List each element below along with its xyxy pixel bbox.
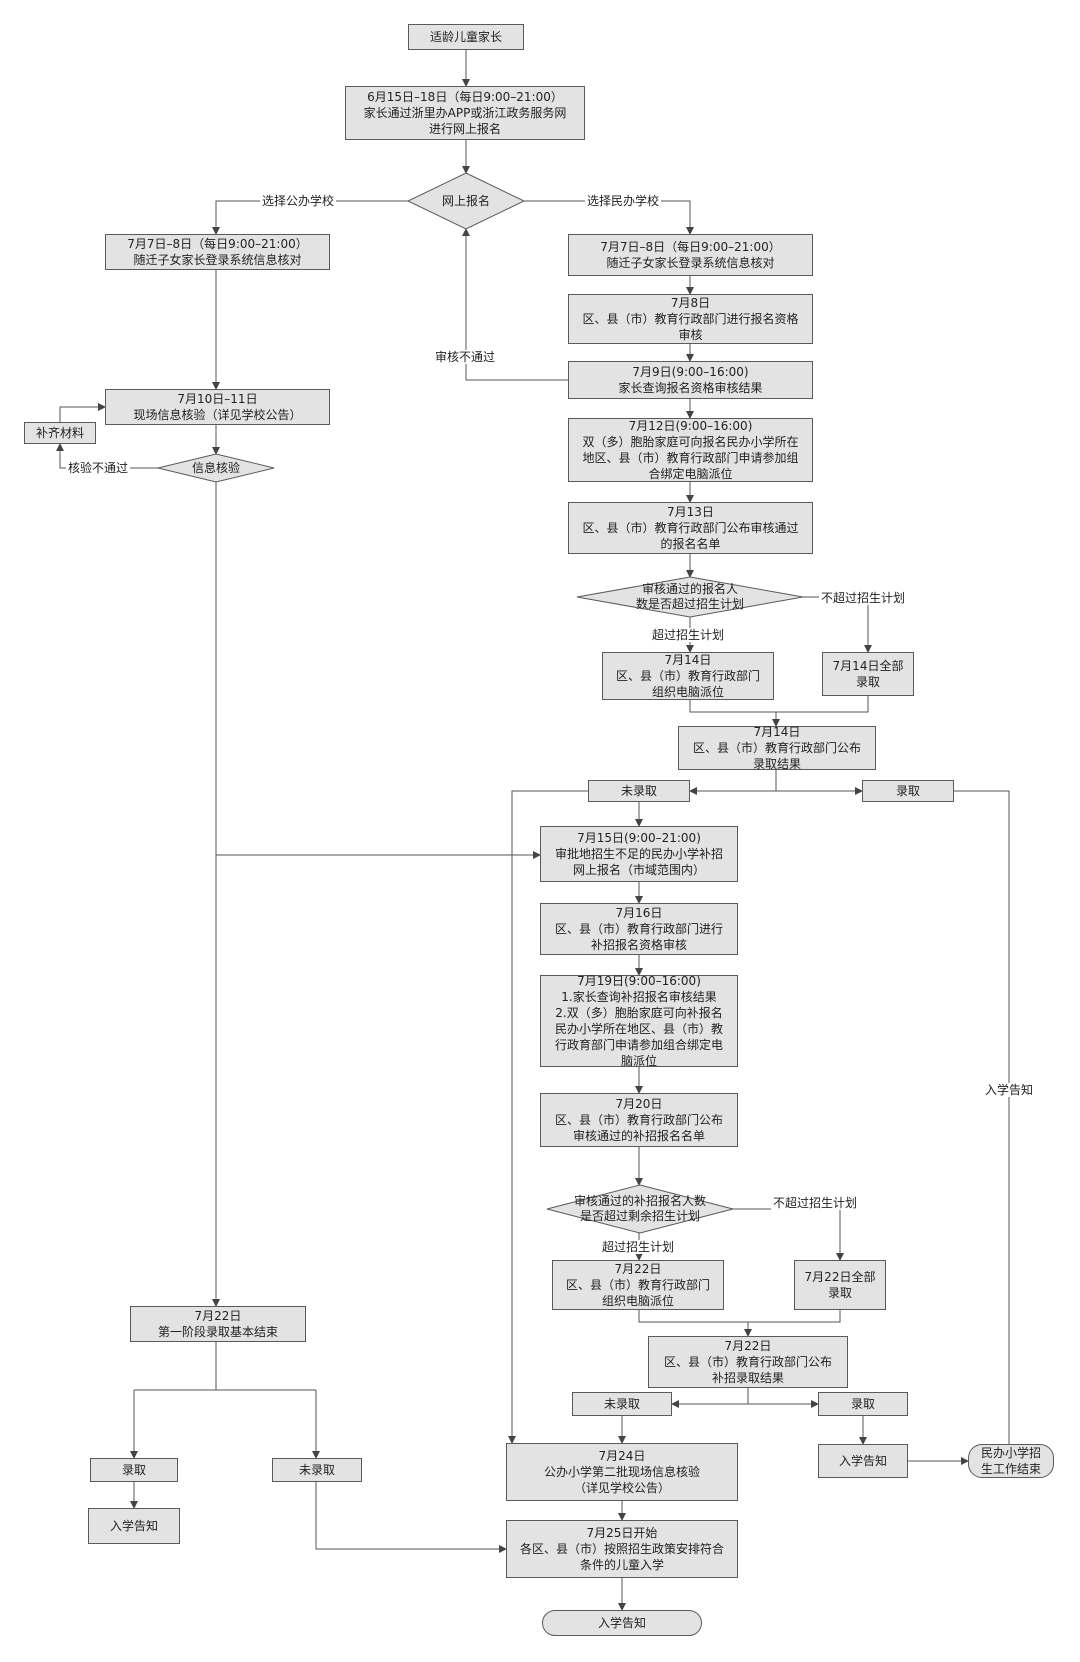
edge-to-public <box>212 200 408 235</box>
edge-supplement-to-onsite <box>59 403 106 422</box>
public-info-verify-node: 7月7日–8日（每日9:00–21:00） 随迁子女家长登录系统信息核对 <box>105 234 330 270</box>
private-info-verify-node: 7月7日–8日（每日9:00–21:00） 随迁子女家长登录系统信息核对 <box>568 234 813 276</box>
edge-label-exceed-2: 超过招生计划 <box>599 1240 677 1254</box>
edge-label-choose-private: 选择民办学校 <box>584 194 662 208</box>
edge-label-exceed-1: 超过招生计划 <box>649 628 727 642</box>
second-check-node: 7月24日 公办小学第二批现场信息核验 （详见学校公告） <box>506 1443 738 1501</box>
edge-label-check-failed: 核验不通过 <box>65 461 131 475</box>
admitted-2-node: 录取 <box>818 1392 908 1416</box>
edge-lottery22-to-result <box>638 1310 752 1337</box>
qualification-review-node: 7月8日 区、县（市）教育行政部门进行报名资格 审核 <box>568 294 813 344</box>
supplementary-review-node: 7月16日 区、县（市）教育行政部门进行 补招报名资格审核 <box>540 903 738 955</box>
twins-binding-node: 7月12日(9:00–16:00) 双（多）胞胎家庭可向报名民办小学所在 地区、… <box>568 418 813 482</box>
decision-supp-label: 审核通过的补招报名人数 是否超过剩余招生计划 <box>573 1194 706 1223</box>
edge-lottery-to-result <box>689 700 780 727</box>
edge-notexceed-to-all <box>803 596 872 653</box>
decision-info-diamond <box>157 453 275 483</box>
edge-all22-to-result <box>748 1310 841 1323</box>
notice-2-node: 入学告知 <box>818 1444 908 1478</box>
not-admitted-3-node: 未录取 <box>272 1458 362 1482</box>
edge-notadmitted-to-second-check <box>508 790 588 1444</box>
not-admitted-2-node: 未录取 <box>572 1392 672 1416</box>
supplement-materials-node: 补齐材料 <box>24 422 96 444</box>
edge-supp-notexceed-to-all <box>733 1208 844 1261</box>
onsite-check-node: 7月10日–11日 现场信息核验（详见学校公告） <box>105 389 330 425</box>
result-0714-node: 7月14日 区、县（市）教育行政部门公布 录取结果 <box>678 725 876 771</box>
publish-list-node: 7月13日 区、县（市）教育行政部门公布审核通过 的报名名单 <box>568 502 813 554</box>
supplementary-query-node: 7月19日(9:00–16:00) 1.家长查询补招报名审核结果 2.双（多）胞… <box>540 974 738 1068</box>
start-node: 适龄儿童家长 <box>408 24 524 50</box>
decision-online-diamond <box>406 172 526 230</box>
edge-label-not-exceed-2: 不超过招生计划 <box>770 1196 860 1210</box>
admitted-1-node: 录取 <box>862 780 954 802</box>
private-end-node: 民办小学招 生工作结束 <box>968 1444 1054 1478</box>
from-0725-node: 7月25日开始 各区、县（市）按照招生政策安排符合 条件的儿童入学 <box>506 1520 738 1578</box>
supplementary-online-node: 7月15日(9:00–21:00) 审批地招生不足的民办小学补招 网上报名（市域… <box>540 826 738 882</box>
all-admitted-0714-node: 7月14日全部 录取 <box>822 652 914 696</box>
stage1-end-node: 7月22日 第一阶段录取基本结束 <box>130 1306 306 1342</box>
edge-review-failed-back <box>462 228 568 381</box>
edge-label-review-failed: 审核不通过 <box>432 350 498 364</box>
lottery-0722-node: 7月22日 区、县（市）教育行政部门 组织电脑派位 <box>552 1260 724 1310</box>
decision-supp-diamond <box>546 1184 734 1234</box>
all-admitted-0722-node: 7月22日全部 录取 <box>794 1260 886 1310</box>
admitted-3-node: 录取 <box>90 1458 178 1482</box>
decision-info-label: 信息核验 <box>191 460 240 475</box>
decision-exceed-label: 审核通过的报名人 数是否超过招生计划 <box>635 582 744 611</box>
edge-label-choose-public: 选择公办学校 <box>259 194 337 208</box>
edge-admitted-to-end <box>954 790 1010 1465</box>
edge-to-private <box>524 200 694 235</box>
query-result-node: 7月9日(9:00–16:00) 家长查询报名资格审核结果 <box>568 361 813 399</box>
not-admitted-1-node: 未录取 <box>588 780 690 802</box>
notice-3-node: 入学告知 <box>88 1508 180 1544</box>
decision-exceed-diamond <box>576 576 804 618</box>
final-notice-node: 入学告知 <box>542 1610 702 1636</box>
lottery-0714-node: 7月14日 区、县（市）教育行政部门 组织电脑派位 <box>602 652 774 700</box>
online-registration-node: 6月15日–18日（每日9:00–21:00） 家长通过浙里办APP或浙江政务服… <box>345 86 585 140</box>
supplementary-list-node: 7月20日 区、县（市）教育行政部门公布 审核通过的补招报名名单 <box>540 1093 738 1147</box>
edge-label-not-exceed-1: 不超过招生计划 <box>818 591 908 605</box>
edge-notadmitted3-to-0725 <box>315 1482 507 1553</box>
edge-all-to-result <box>776 696 869 713</box>
edge-label-notice-right: 入学告知 <box>982 1083 1036 1097</box>
decision-online-label: 网上报名 <box>441 193 490 208</box>
result-0722-node: 7月22日 区、县（市）教育行政部门公布 补招录取结果 <box>648 1336 848 1388</box>
